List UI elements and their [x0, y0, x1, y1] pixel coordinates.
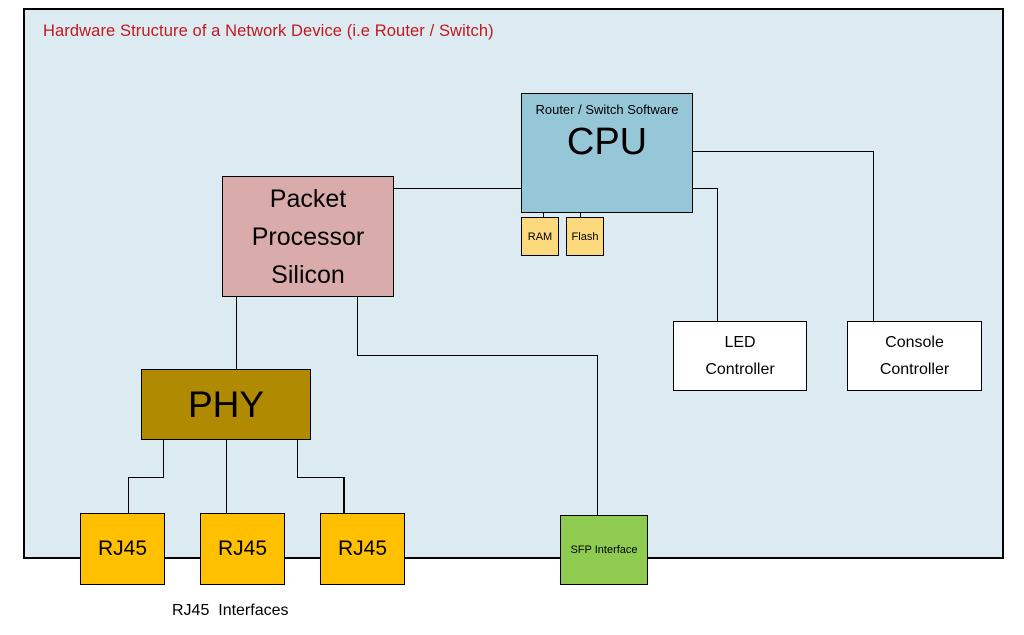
connector-pps-sfp-v2 [596, 355, 598, 516]
console-controller-label-line2: Controller [879, 361, 950, 378]
connector-cpu-ram [542, 212, 544, 218]
rj45-label-2: RJ45 [217, 537, 268, 560]
ram-label: RAM [527, 230, 553, 243]
connector-pps-cpu [393, 187, 521, 189]
rj45-box-3: RJ45 [320, 513, 405, 585]
connector-cpu-led-v [716, 188, 718, 321]
connector-cpu-led-h [692, 187, 718, 189]
cpu-software-label: Router / Switch Software [535, 102, 679, 117]
packet-processor-label-line3: Silicon [271, 260, 345, 289]
connector-phy-rj45-1-v2 [127, 477, 129, 514]
flash-label: Flash [571, 230, 599, 243]
connector-phy-rj45-3-v2 [343, 477, 345, 514]
ram-box: RAM [521, 217, 559, 256]
console-controller-box: Console Controller [847, 321, 982, 391]
led-controller-box: LED Controller [673, 321, 807, 391]
connector-pps-sfp-h [356, 354, 598, 356]
connector-pps-phy [235, 296, 237, 370]
device-chassis-outline [23, 8, 1004, 559]
flash-box: Flash [566, 217, 604, 256]
connector-cpu-flash [579, 212, 581, 218]
console-controller-label-line1: Console [885, 334, 944, 351]
connector-phy-rj45-3-h [297, 476, 344, 478]
rj45-label-1: RJ45 [97, 537, 148, 560]
rj45-box-2: RJ45 [200, 513, 285, 585]
sfp-interface-label: SFP Interface [570, 544, 638, 556]
rj45-label-3: RJ45 [337, 537, 388, 560]
diagram-title: Hardware Structure of a Network Device (… [43, 22, 494, 40]
rj45-interfaces-caption: RJ45 Interfaces [172, 602, 289, 619]
rj45-box-1: RJ45 [80, 513, 165, 585]
cpu-label: CPU [566, 121, 648, 163]
connector-phy-rj45-3-v1 [296, 439, 298, 478]
connector-cpu-console-v [872, 151, 874, 321]
packet-processor-label-line2: Processor [251, 222, 365, 251]
phy-box: PHY [141, 369, 311, 440]
packet-processor-box: Packet Processor Silicon [222, 176, 394, 297]
connector-phy-rj45-2 [225, 439, 227, 514]
led-controller-label-line1: LED [724, 334, 756, 351]
cpu-box: Router / Switch Software CPU [521, 93, 693, 213]
connector-phy-rj45-1-h [127, 476, 164, 478]
phy-label: PHY [187, 383, 265, 425]
connector-pps-sfp-v1 [356, 296, 358, 356]
connector-phy-rj45-1-v1 [162, 439, 164, 478]
packet-processor-label-line1: Packet [269, 184, 347, 213]
connector-cpu-console-h [692, 150, 874, 152]
sfp-interface-box: SFP Interface [560, 515, 648, 585]
led-controller-label-line2: Controller [705, 361, 775, 378]
